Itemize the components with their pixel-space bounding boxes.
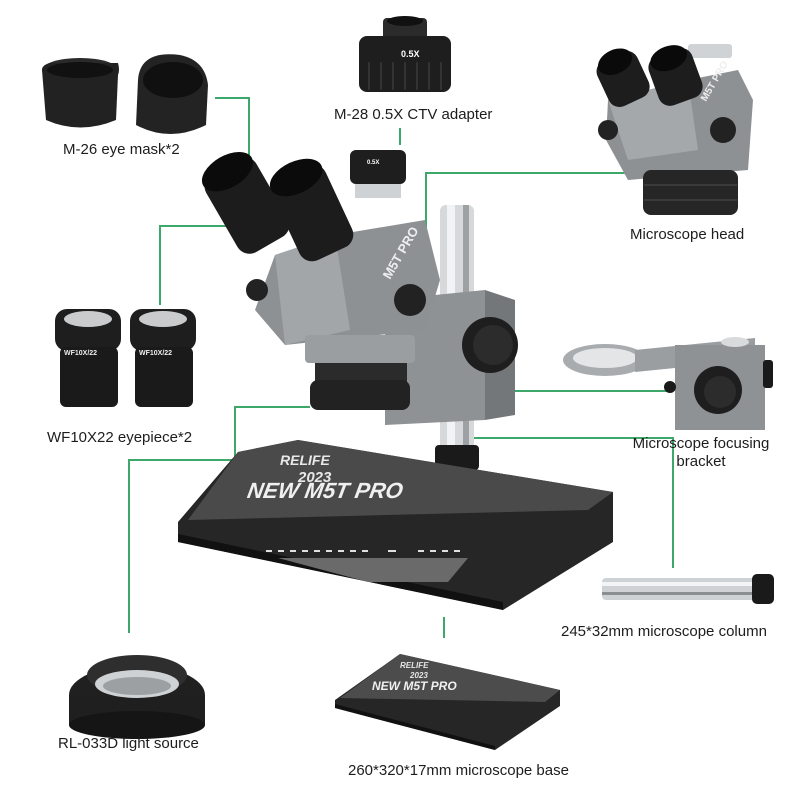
svg-text:WF10X/22: WF10X/22 [139,350,172,357]
ctv-adapter-label: M-28 0.5X CTV adapter [334,106,493,123]
focusing-bracket-image [563,337,773,430]
microscope-head-label: Microscope head [630,226,745,243]
column-label: 245*32mm microscope column [561,623,767,640]
light-source-image [69,655,205,739]
base-image: RELIFE 2023 NEW M5T PRO [335,654,560,750]
focusing-bracket-label: Microscope focusing bracket [625,435,777,471]
base-small-year: 2023 [409,671,428,680]
light-source-label: RL-033D light source [58,735,199,752]
svg-text:WF10X/22: WF10X/22 [64,350,97,357]
eyepiece-label: WF10X22 eyepiece*2 [47,429,193,446]
assembled-microscope-image: 0.5X M5T PRO [201,150,518,470]
focusing-bracket-label-line2: bracket [676,453,726,470]
base-model: NEW M5T PRO [245,478,405,503]
base-label: 260*320*17mm microscope base [348,762,569,779]
eyepiece-image: WF10X/22 WF10X/22 [55,309,196,407]
main-base-image: RELIFE 2023 NEW M5T PRO [178,440,613,610]
focusing-bracket-label-line1: Microscope focusing [632,435,770,452]
ctv-adapter-image: 0.5X [359,16,451,92]
eye-mask-label: M-26 eye mask*2 [63,141,180,158]
base-year: 2023 [297,469,332,486]
svg-text:0.5X: 0.5X [367,160,379,166]
eye-mask-image [42,54,208,134]
base-small-model: NEW M5T PRO [372,679,457,693]
adapter-marking: 0.5X [401,49,420,59]
base-brand: RELIFE [280,452,330,468]
base-small-brand: RELIFE [400,661,429,670]
column-image [602,574,774,604]
microscope-head-image: M5T PRO [596,44,753,215]
